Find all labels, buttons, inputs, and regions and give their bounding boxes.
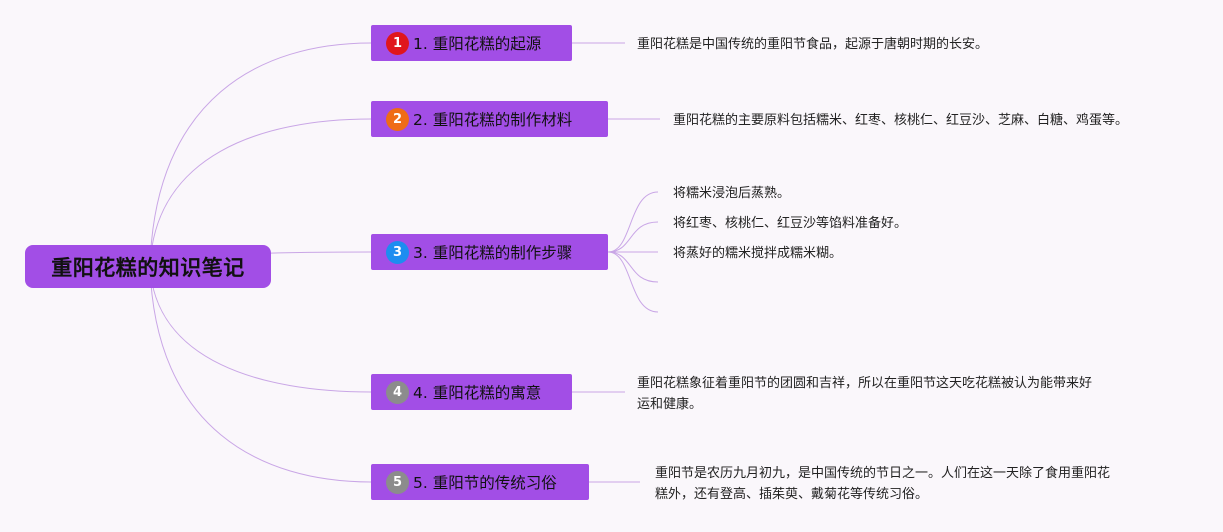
detail-text: 将红枣、核桃仁、红豆沙等馅料准备好。: [673, 216, 908, 231]
number-badge-icon: 1: [386, 31, 409, 55]
topic-node-steps[interactable]: 3 3. 重阳花糕的制作步骤: [371, 234, 608, 270]
topic-detail-connector: [607, 191, 659, 253]
topic-label: 1. 重阳花糕的起源: [413, 35, 542, 53]
detail-text: 糕外，还有登高、插茱萸、戴菊花等传统习俗。: [655, 487, 929, 502]
topic-label: 3. 重阳花糕的制作步骤: [413, 244, 573, 262]
topic-detail-connector: [607, 251, 659, 313]
topic-node-ingredients[interactable]: 2 2. 重阳花糕的制作材料: [371, 101, 608, 137]
topic-label: 5. 重阳节的传统习俗: [413, 474, 557, 492]
topic-detail-connector: [607, 221, 659, 253]
detail-text: 将糯米浸泡后蒸熟。: [673, 186, 791, 201]
number-badge-icon: 5: [386, 470, 409, 494]
root-topic-connector: [149, 42, 372, 267]
number-badge-icon: 4: [386, 380, 409, 404]
detail-text: 重阳花糕的主要原料包括糯米、红枣、核桃仁、红豆沙、芝麻、白糖、鸡蛋等。: [673, 113, 1129, 128]
topic-node-origin[interactable]: 1 1. 重阳花糕的起源: [371, 25, 572, 61]
detail-text: 重阳花糕是中国传统的重阳节食品，起源于唐朝时期的长安。: [637, 37, 989, 52]
detail-text: 重阳节是农历九月初九，是中国传统的节日之一。人们在这一天除了食用重阳花: [655, 466, 1111, 481]
root-title: 重阳花糕的知识笔记: [51, 255, 245, 280]
topic-label: 4. 重阳花糕的寓意: [413, 384, 542, 402]
topic-detail-connector: [607, 251, 659, 283]
number-badge-icon: 2: [386, 107, 409, 131]
detail-text: 运和健康。: [637, 397, 703, 412]
root-topic-connector: [149, 265, 372, 483]
topic-label: 2. 重阳花糕的制作材料: [413, 111, 573, 129]
detail-text: 将蒸好的糯米搅拌成糯米糊。: [673, 246, 843, 261]
detail-text: 重阳花糕象征着重阳节的团圆和吉祥，所以在重阳节这天吃花糕被认为能带来好: [637, 376, 1093, 391]
root-node[interactable]: 重阳花糕的知识笔记: [25, 245, 271, 288]
number-badge-icon: 3: [386, 240, 409, 264]
root-topic-connector: [149, 118, 372, 267]
topic-node-customs[interactable]: 5 5. 重阳节的传统习俗: [371, 464, 589, 500]
topic-node-meaning[interactable]: 4 4. 重阳花糕的寓意: [371, 374, 572, 410]
